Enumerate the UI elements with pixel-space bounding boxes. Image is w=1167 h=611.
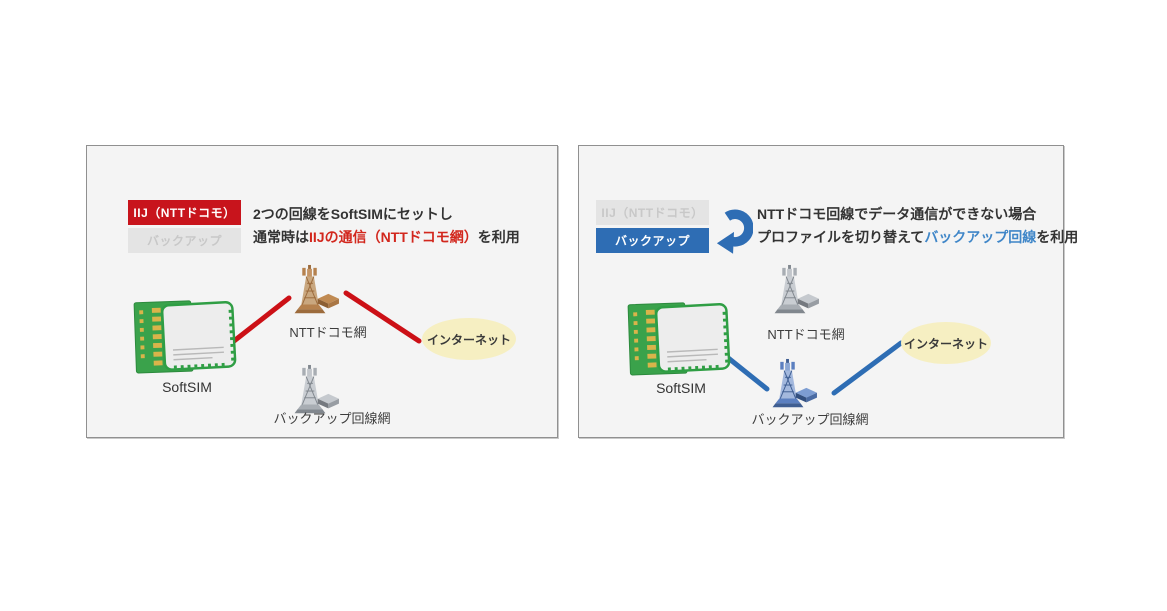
softsim-label: SoftSIM <box>656 380 706 396</box>
badge-backup-line: バックアップ <box>128 228 241 253</box>
description-line2-suffix: を利用 <box>477 229 520 245</box>
docomo-basestation-chip <box>797 293 819 309</box>
docomo-network-label: NTTドコモ網 <box>767 327 845 342</box>
description-line2-suffix: を利用 <box>1036 229 1079 245</box>
docomo-network-label: NTTドコモ網 <box>289 325 367 340</box>
softsim-icon <box>627 296 735 383</box>
description-line2: プロファイルを切り替えてバックアップ回線を利用 <box>757 226 1078 249</box>
panel-normal-operation: IIJ（NTTドコモ） バックアップ 2つの回線をSoftSIMにセットし 通常… <box>86 145 558 438</box>
backup-tower-icon <box>757 358 819 419</box>
internet-ellipse: インターネット <box>422 318 516 360</box>
backup-basestation-chip <box>317 393 339 409</box>
badge-iij-line: IIJ（NTTドコモ） <box>128 200 241 225</box>
description-text: NTTドコモ回線でデータ通信ができない場合 プロファイルを切り替えてバックアップ… <box>757 203 1078 249</box>
internet-label: インターネット <box>903 336 988 351</box>
docomo-tower-icon <box>759 264 821 325</box>
description-line1: NTTドコモ回線でデータ通信ができない場合 <box>757 206 1037 222</box>
backup-network-label: バックアップ回線網 <box>273 411 391 426</box>
docomo-tower-icon <box>279 264 341 325</box>
description-line2-prefix: 通常時は <box>253 229 309 245</box>
badge-backup-line: バックアップ <box>596 228 709 253</box>
backup-basestation-chip <box>795 387 817 403</box>
description-text: 2つの回線をSoftSIMにセットし 通常時はIIJの通信（NTTドコモ網）を利… <box>253 203 520 249</box>
panel-failover-operation: IIJ（NTTドコモ） バックアップ NTTドコモ回線でデータ通信ができない場合… <box>578 145 1078 438</box>
internet-ellipse: インターネット <box>901 322 991 364</box>
switch-arrow-icon <box>715 200 754 263</box>
badge-iij-line: IIJ（NTTドコモ） <box>596 200 709 225</box>
description-line2-highlight: IIJの通信（NTTドコモ網） <box>309 229 478 245</box>
description-line2: 通常時はIIJの通信（NTTドコモ網）を利用 <box>253 226 520 249</box>
description-line2-highlight: バックアップ回線 <box>924 229 1037 245</box>
description-line1: 2つの回線をSoftSIMにセットし <box>253 206 453 222</box>
backup-tower-icon <box>279 364 341 425</box>
softsim-label: SoftSIM <box>162 379 212 395</box>
description-line2-prefix: プロファイルを切り替えて <box>757 229 925 245</box>
backup-network-label: バックアップ回線網 <box>751 412 869 427</box>
softsim-icon <box>133 294 241 381</box>
internet-label: インターネット <box>426 332 511 347</box>
docomo-basestation-chip <box>317 293 339 309</box>
